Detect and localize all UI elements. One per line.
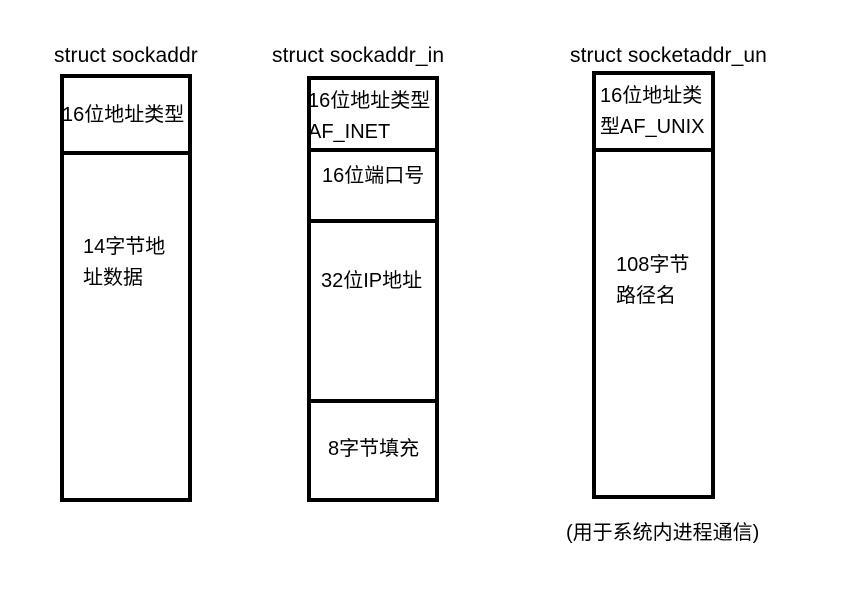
struct-field-sockaddr-address-data: 14字节地 址数据 (64, 155, 188, 498)
struct-field-sockaddr-address-family: 16位地址类型 (64, 78, 188, 155)
struct-field-sockaddr-in-address-family: 16位地址类型 AF_INET (311, 80, 435, 152)
struct-title-sockaddr-in: struct sockaddr_in (272, 44, 445, 67)
struct-field-sockaddr-in-ip-address: 32位IP地址 (311, 223, 435, 403)
struct-title-socketaddr-un: struct socketaddr_un (570, 44, 767, 67)
struct-field-label: 16位地址类型 (64, 104, 185, 126)
struct-title-sockaddr: struct sockaddr (54, 44, 198, 67)
struct-field-label: 14字节地 址数据 (83, 236, 166, 289)
struct-field-label: 16位地址类 型AF_UNIX (600, 85, 705, 138)
struct-box-sockaddr-in: 16位地址类型 AF_INET 16位端口号 32位IP地址 8字节填充 (307, 76, 439, 502)
struct-field-label: 108字节 路径名 (616, 254, 690, 307)
struct-field-label: 16位端口号 (322, 165, 425, 187)
struct-field-label: 16位地址类型 AF_INET (311, 90, 431, 143)
struct-field-sockaddr-in-padding: 8字节填充 (311, 403, 435, 494)
struct-field-socketaddr-un-address-family: 16位地址类 型AF_UNIX (596, 75, 711, 152)
struct-field-socketaddr-un-path: 108字节 路径名 (596, 152, 711, 495)
struct-field-label: 32位IP地址 (321, 270, 423, 292)
struct-field-sockaddr-in-port: 16位端口号 (311, 152, 435, 223)
struct-box-socketaddr-un: 16位地址类 型AF_UNIX 108字节 路径名 (592, 71, 715, 499)
struct-box-sockaddr: 16位地址类型 14字节地 址数据 (60, 74, 192, 502)
struct-field-label: 8字节填充 (328, 438, 420, 460)
footnote-text: (用于系统内进程通信) (566, 522, 760, 544)
